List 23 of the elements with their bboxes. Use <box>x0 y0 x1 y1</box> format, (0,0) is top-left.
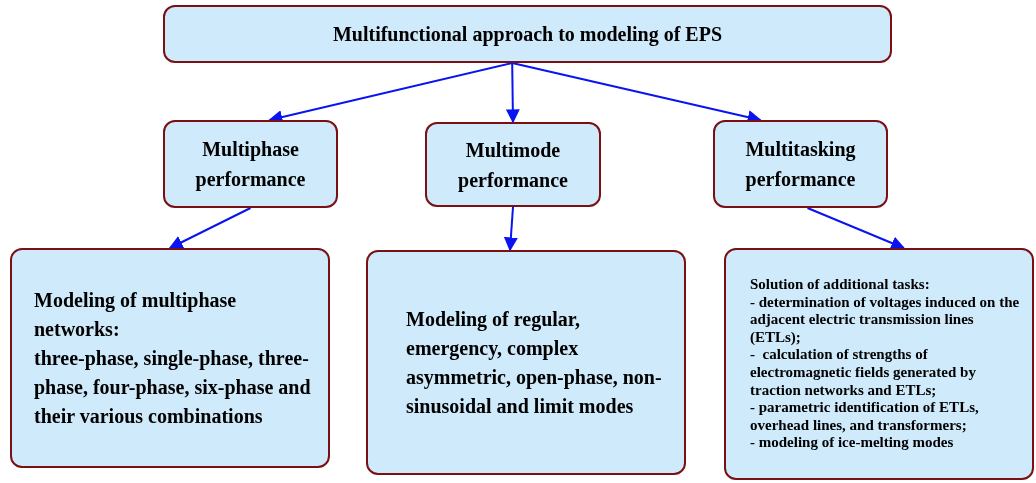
box-text: - determination of voltages induced on the adjacent electric transmission lines (ETLs); <box>750 293 1021 347</box>
process-box <box>163 120 338 208</box>
process-box <box>10 248 330 468</box>
process-box <box>163 5 892 63</box>
box-text: Multitasking performance <box>744 137 857 193</box>
process-box <box>425 122 601 207</box>
box-text: Multiphase performance <box>194 137 307 193</box>
box-text: Multifunctional approach to modeling of EPS <box>332 22 723 46</box>
box-text: Modeling of regular, emergency, complex asymmetric, open-phase, non-sinusoidal and limit modes <box>406 306 663 419</box>
process-box <box>713 120 888 208</box>
process-box <box>366 250 686 475</box>
arrow <box>806 207 906 250</box>
arrow <box>505 62 520 124</box>
box-text: three-phase, single-phase, three-phase, four-phase, six-phase and their various combinations <box>34 345 312 429</box>
arrow <box>168 207 252 249</box>
box-text: - calculation of strengths of electromagnetic fields generated by traction networks and ETLs; <box>750 346 977 400</box>
arrow <box>503 206 518 252</box>
box-text: - modeling of ice-melting modes <box>750 434 955 452</box>
box-text: Modeling of multiphase networks: <box>34 287 238 342</box>
process-box <box>724 248 1034 480</box>
box-text: Solution of additional tasks: <box>750 276 931 294</box>
box-text: Multimode performance <box>457 137 569 194</box>
box-text: - parametric identification of ETLs, overhead lines, and transformers; <box>750 399 980 435</box>
